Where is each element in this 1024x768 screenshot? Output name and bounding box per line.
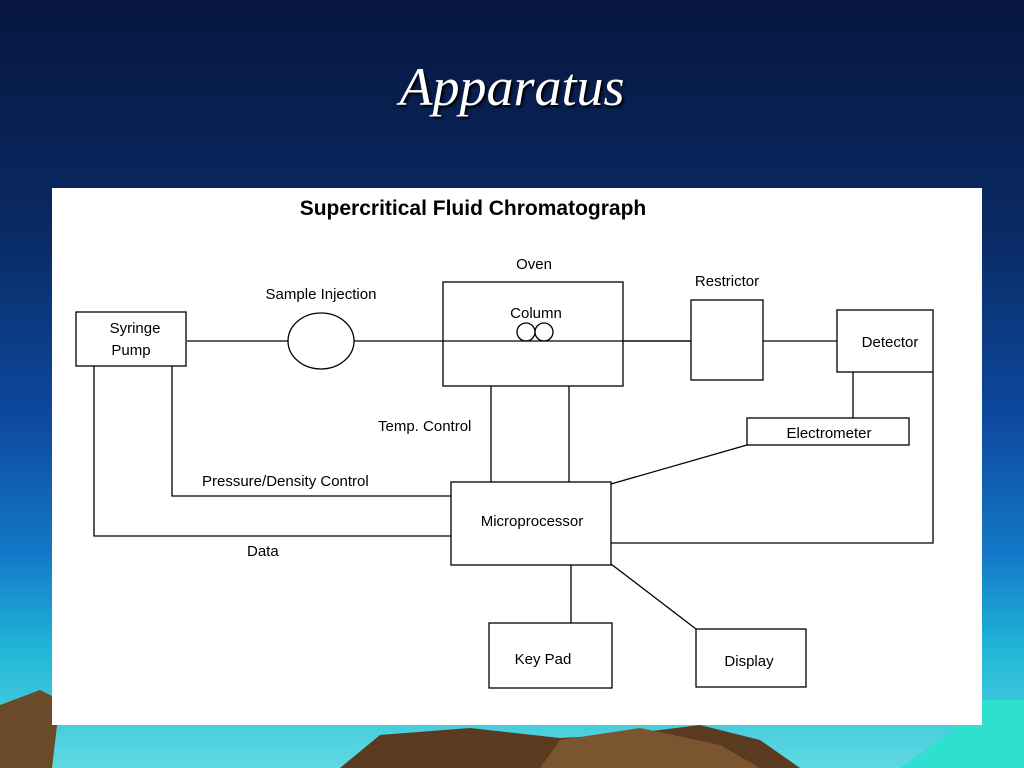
electrometer-to-microprocessor-line bbox=[610, 444, 748, 485]
syringe-pump-box bbox=[75, 311, 187, 367]
microprocessor-box bbox=[450, 481, 612, 566]
sample-injection-label: Sample Injection bbox=[266, 286, 377, 303]
detector-node: Detector bbox=[836, 309, 934, 373]
pressure-density-control-label: Pressure/Density Control bbox=[202, 473, 369, 490]
detector-to-microprocessor-line bbox=[611, 372, 934, 544]
pressure-density-control-line bbox=[171, 366, 451, 497]
diagram-title: Supercritical Fluid Chromatograph bbox=[300, 197, 647, 220]
syringe-pump-label-line2: Pump bbox=[111, 342, 150, 359]
data-label: Data bbox=[247, 543, 279, 560]
restrictor-box bbox=[690, 299, 764, 381]
display-label: Display bbox=[724, 653, 774, 670]
restrictor-node: Restrictor bbox=[690, 273, 764, 381]
display-node: Display bbox=[695, 628, 807, 688]
electrometer-node: Electrometer bbox=[746, 417, 910, 446]
column-label: Column bbox=[510, 305, 562, 322]
oven-label: Oven bbox=[516, 256, 552, 273]
microprocessor-to-display-line bbox=[610, 563, 697, 630]
syringe-pump-label-line1: Syringe bbox=[110, 320, 161, 337]
electrometer-label: Electrometer bbox=[786, 425, 871, 442]
detector-label: Detector bbox=[862, 334, 919, 351]
oven-box bbox=[442, 281, 624, 387]
restrictor-label: Restrictor bbox=[695, 273, 759, 290]
slide-title: Apparatus bbox=[399, 57, 625, 117]
oven-node: Oven Column bbox=[442, 256, 624, 387]
column-coil-icon bbox=[516, 322, 554, 342]
sample-injection-ellipse bbox=[287, 312, 355, 370]
syringe-pump-node: Syringe Pump bbox=[75, 311, 187, 367]
display-box bbox=[695, 628, 807, 688]
microprocessor-node: Microprocessor bbox=[450, 481, 612, 566]
key-pad-box bbox=[488, 622, 613, 689]
diagram-panel: Supercritical Fluid Chromatograph Syring… bbox=[52, 188, 982, 725]
key-pad-label: Key Pad bbox=[515, 651, 572, 668]
key-pad-node: Key Pad bbox=[488, 622, 613, 689]
data-line bbox=[93, 366, 451, 537]
electrometer-box bbox=[746, 417, 910, 446]
sample-injection-node: Sample Injection bbox=[266, 286, 377, 370]
detector-box bbox=[836, 309, 934, 373]
temp-control-label: Temp. Control bbox=[378, 418, 471, 435]
chromatograph-diagram: Supercritical Fluid Chromatograph Syring… bbox=[75, 197, 934, 689]
microprocessor-label: Microprocessor bbox=[481, 513, 584, 530]
connection-lines bbox=[93, 340, 934, 630]
